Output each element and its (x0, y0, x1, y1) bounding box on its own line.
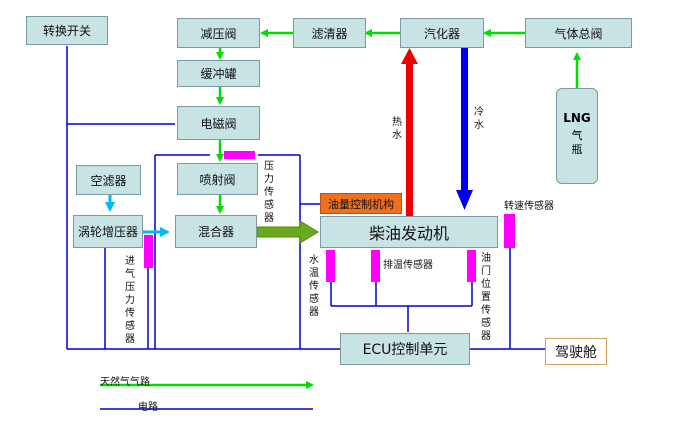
speed-sensor-label: 转速传感器 (504, 201, 554, 212)
hot-water-label: 热水 (392, 117, 402, 141)
filter-box: 滤清器 (293, 18, 366, 48)
lng-bottle-sub: 气瓶 (571, 129, 583, 156)
buffer-tank-box: 缓冲罐 (177, 60, 260, 87)
exhaust-temp-sensor-label: 排温传感器 (383, 260, 433, 271)
intake-pressure-sensor-marker (144, 235, 153, 268)
oil-control-box: 油量控制机构 (320, 193, 402, 214)
cold-water-label: 冷水 (474, 107, 484, 131)
legend-circuit-label: 电路 (138, 402, 158, 413)
gas-main-valve-box: 气体总阀 (525, 18, 632, 48)
lng-bottle: LNG 气瓶 (556, 88, 598, 184)
cold-water-arrowhead (456, 190, 473, 210)
cold-water-pipe (461, 48, 468, 190)
water-temp-sensor-marker (326, 250, 335, 282)
cab-box: 驾驶舱 (545, 338, 607, 365)
lng-bottle-title: LNG (563, 111, 591, 125)
intake-pressure-sensor-label: 进气压力传感器 (125, 256, 135, 345)
injector-valve-box: 喷射阀 (177, 163, 258, 195)
throttle-sensor-label: 油门位置传感器 (481, 253, 491, 342)
exhaust-temp-sensor-marker (371, 250, 380, 282)
switch-box: 转换开关 (26, 16, 108, 45)
circuit-lines (66, 46, 545, 350)
water-temp-sensor-label: 水温传感器 (309, 255, 319, 318)
solenoid-valve-box: 电磁阀 (177, 106, 260, 140)
ecu-box: ECU控制单元 (340, 333, 470, 365)
air-filter-box: 空滤器 (76, 165, 141, 195)
pressure-sensor-marker (224, 151, 255, 159)
vaporizer-box: 汽化器 (400, 18, 484, 48)
pressure-reducer-box: 减压阀 (177, 18, 260, 48)
pressure-sensor-label: 压力传感器 (264, 161, 274, 224)
speed-sensor-marker (504, 214, 515, 248)
turbocharger-box: 涡轮增压器 (73, 215, 143, 248)
mixer-box: 混合器 (175, 215, 257, 248)
mixer-to-engine-arrow (256, 220, 319, 244)
gas-lines (100, 29, 581, 389)
hot-water-pipe (406, 64, 413, 218)
diesel-engine-box: 柴油发动机 (320, 216, 498, 248)
hot-water-arrowhead (401, 48, 418, 64)
throttle-sensor-marker (467, 250, 476, 282)
legend-gas-label: 天然气气路 (100, 377, 150, 388)
